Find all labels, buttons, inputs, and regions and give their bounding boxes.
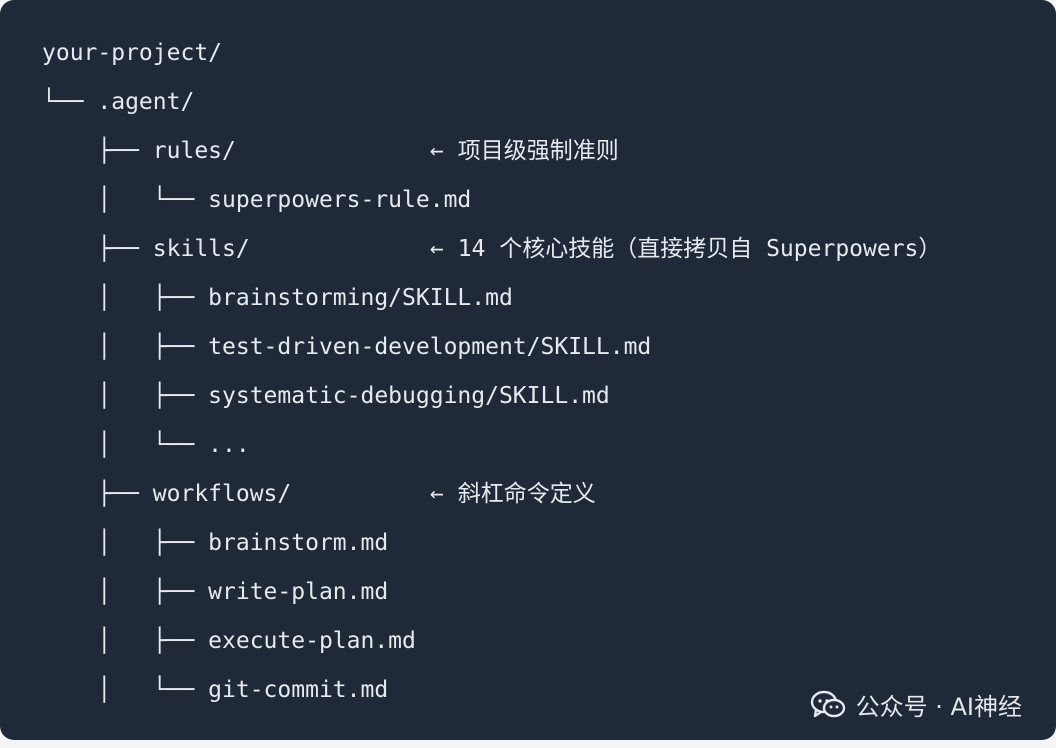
tree-line-text: ├── workflows/ <box>42 481 292 507</box>
tree-line: │ ├── execute-plan.md <box>42 621 651 670</box>
tree-line: ├── skills/ ← 14 个核心技能（直接拷贝自 Superpowers） <box>42 229 941 278</box>
tree-line-text: │ ├── write-plan.md <box>42 579 389 605</box>
tree-line-comment: ← 斜杠命令定义 <box>430 481 596 507</box>
watermark-text: 公众号 · AI神经 <box>855 693 1022 721</box>
tree-line: │ ├── write-plan.md <box>42 572 651 621</box>
tree-line: │ └── superpowers-rule.md <box>42 180 651 229</box>
tree-line-text: │ └── superpowers-rule.md <box>42 187 472 213</box>
watermark: 公众号 · AI神经 <box>810 687 1022 722</box>
tree-line-text: │ └── git-commit.md <box>42 677 389 703</box>
tree-line-text: ├── skills/ <box>42 236 250 262</box>
tree-line-text: ├── rules/ <box>42 138 236 164</box>
directory-tree: your-project/ └── .agent/ ├── rules/ ← 项目… <box>42 33 941 719</box>
tree-line: └── .agent/ <box>42 82 651 131</box>
tree-line-text: │ ├── brainstorming/SKILL.md <box>42 285 513 311</box>
tree-line-comment: ← 项目级强制准则 <box>430 138 619 164</box>
wechat-icon <box>810 690 845 717</box>
tree-line-text: └── .agent/ <box>42 89 195 115</box>
tree-line: ├── rules/ ← 项目级强制准则 <box>42 131 651 180</box>
tree-line: │ ├── test-driven-development/SKILL.md <box>42 327 651 376</box>
tree-line: │ ├── systematic-debugging/SKILL.md <box>42 376 651 425</box>
tree-line-text: │ ├── execute-plan.md <box>42 628 416 654</box>
tree-line-text: │ ├── brainstorm.md <box>42 530 389 556</box>
tree-line-comment: ← 14 个核心技能（直接拷贝自 Superpowers） <box>430 236 942 262</box>
tree-line: │ ├── brainstorm.md <box>42 523 651 572</box>
tree-line: │ ├── brainstorming/SKILL.md <box>42 278 651 327</box>
tree-line: your-project/ <box>42 33 651 82</box>
tree-line-text: │ ├── systematic-debugging/SKILL.md <box>42 383 610 409</box>
tree-line: ├── workflows/ ← 斜杠命令定义 <box>42 474 651 523</box>
tree-line-text: │ ├── test-driven-development/SKILL.md <box>42 334 652 360</box>
tree-line-text: your-project/ <box>42 40 223 66</box>
tree-line-text: │ └── ... <box>42 432 250 458</box>
tree-line: │ └── ... <box>42 425 651 474</box>
tree-line: │ └── git-commit.md <box>42 670 651 719</box>
